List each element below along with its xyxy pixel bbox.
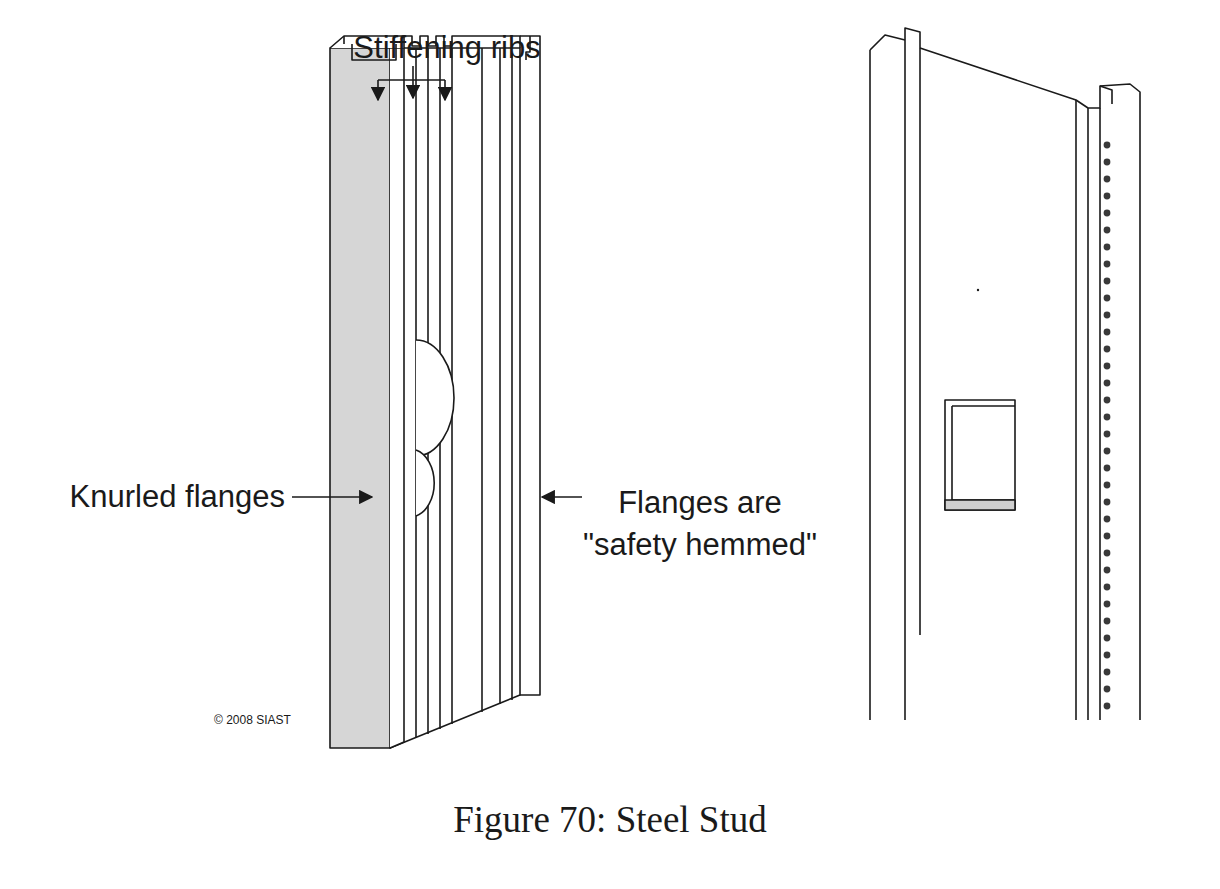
punch-hole [1104,380,1111,387]
punch-hole [1104,329,1111,336]
punch-hole [1104,652,1111,659]
part-label: Flanges are "safety hemmed" [575,482,825,566]
text-holder: © 2008 SIAST [214,712,354,728]
right-stud [870,28,1140,720]
punch-hole [1104,465,1111,472]
punch-hole [1104,414,1111,421]
punch-hole [1104,363,1111,370]
punch-hole [1104,669,1111,676]
text-holder: Flanges are "safety hemmed" [575,482,825,566]
text-holder: Stiffening ribs [300,27,594,69]
text-holder: Knurled flanges [0,476,285,518]
figure-caption: Figure 70: Steel Stud [210,796,1010,844]
punch-hole [1104,346,1111,353]
left-stud [330,36,540,748]
punch-hole [1104,312,1111,319]
punch-hole [1104,567,1111,574]
text-holder: Figure 70: Steel Stud [210,796,1010,844]
punch-hole [1104,397,1111,404]
part-label: Stiffening ribs [300,27,594,69]
punch-hole [1104,210,1111,217]
punch-hole [1104,635,1111,642]
punch-hole [1104,244,1111,251]
leader-lines [292,66,582,497]
punch-hole [1104,482,1111,489]
punch-hole [1104,227,1111,234]
punch-hole [1104,176,1111,183]
copyright-note: © 2008 SIAST [214,712,354,728]
punch-hole [1104,278,1111,285]
punch-hole [1104,295,1111,302]
punch-hole [1104,499,1111,506]
punch-hole [1104,142,1111,149]
part-label: Knurled flanges [0,476,285,518]
punch-hole [1104,533,1111,540]
punch-hole [1104,431,1111,438]
punch-hole [1104,448,1111,455]
punch-hole [1104,261,1111,268]
punch-hole [1104,159,1111,166]
punch-hole [1104,193,1111,200]
punch-hole [1104,686,1111,693]
punch-hole [1104,584,1111,591]
punch-hole [1104,703,1111,710]
hole-row [1104,142,1111,710]
punch-hole [1104,618,1111,625]
punch-hole [1104,516,1111,523]
punch-hole [1104,601,1111,608]
punch-hole [1104,550,1111,557]
